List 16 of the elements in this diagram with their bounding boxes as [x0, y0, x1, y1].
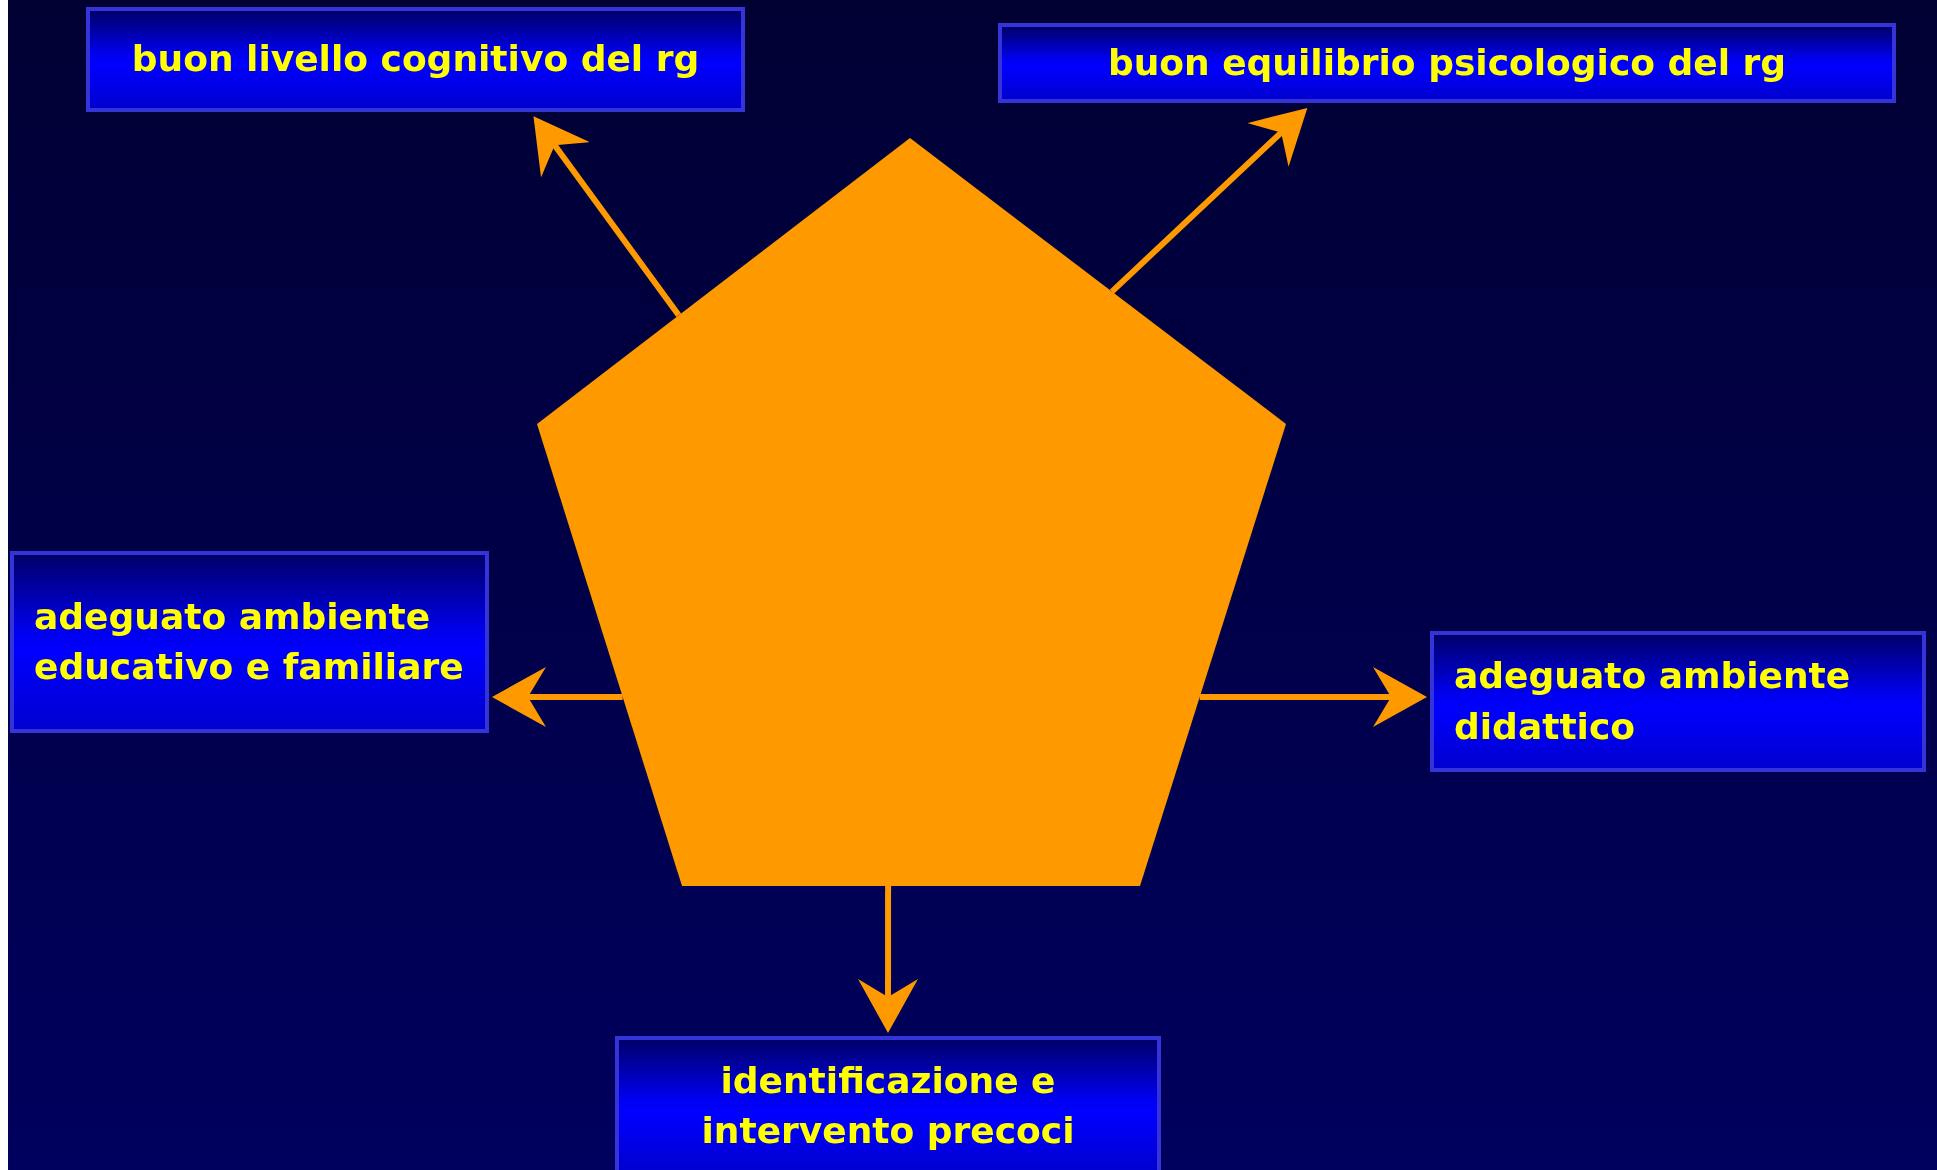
- arrow: [858, 886, 919, 1033]
- arrow: [1199, 667, 1427, 727]
- text-box: [615, 1036, 1161, 1170]
- text-box: [10, 551, 489, 733]
- box-label: adeguato ambiente didattico: [1454, 654, 1852, 749]
- text-box: [86, 7, 745, 112]
- box-label: identificazione e intervento precoci: [700, 1058, 1076, 1153]
- arrow: [1109, 107, 1308, 294]
- arrow: [533, 116, 682, 318]
- text-box: [998, 23, 1896, 103]
- text-box: [1430, 631, 1926, 772]
- box-label: buon equilibrio psicologico del rg: [1107, 40, 1787, 85]
- pentagon-shape: [537, 138, 1286, 886]
- box-label: buon livello cognitivo del rg: [131, 37, 700, 82]
- box-label: adeguato ambiente educativo e familiare: [34, 594, 465, 689]
- arrow: [492, 667, 623, 727]
